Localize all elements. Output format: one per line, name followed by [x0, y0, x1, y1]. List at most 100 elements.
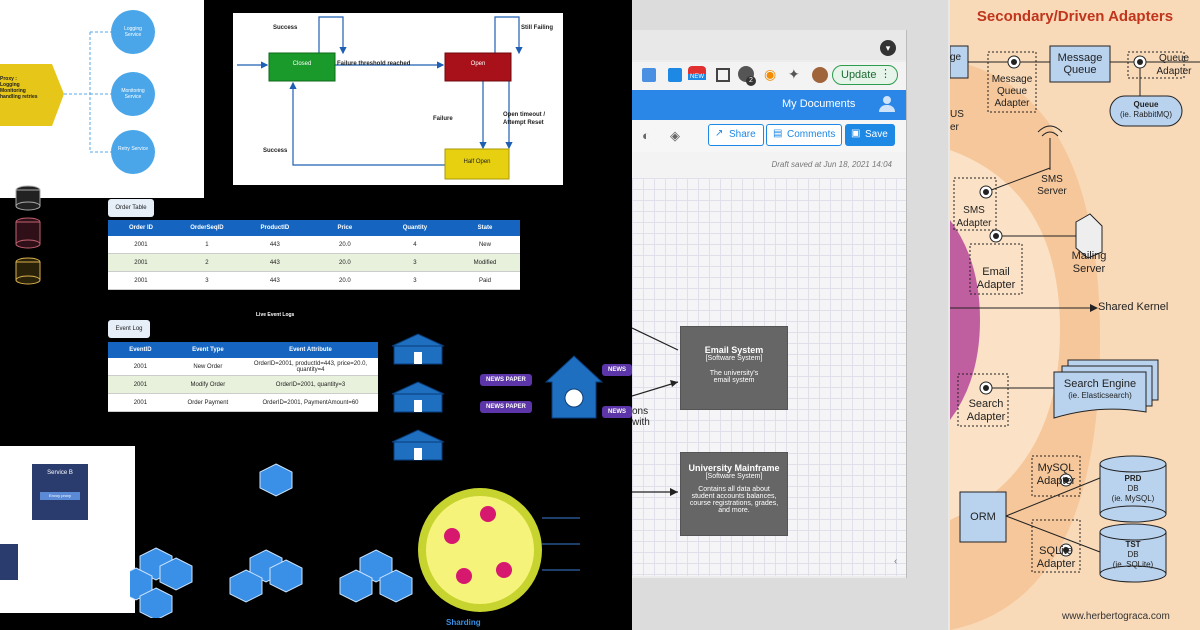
table-header-cell: Quantity [379, 220, 450, 236]
label-line: Queue [996, 86, 1028, 97]
partial-label: US [950, 109, 964, 120]
table-cell: 443 [239, 236, 310, 254]
label-line: (ie. Elasticsearch) [1068, 391, 1132, 400]
label-line: Adapter [1036, 558, 1076, 570]
label-line: SMS [963, 205, 985, 216]
sharding-pizza [418, 488, 580, 612]
still-failing-label: Still Failing [521, 25, 554, 31]
email-system-box[interactable]: Email System [Software System] The unive… [680, 326, 788, 410]
open-timeout-label: Open timeout / [503, 112, 545, 118]
label-line: (ie. SQLite) [1112, 560, 1154, 569]
translate-icon[interactable] [668, 68, 682, 82]
count-badge: 2 [746, 76, 756, 86]
live-event-logs-label: Live Event Logs [256, 312, 295, 318]
label-line: Adapter [976, 279, 1016, 291]
message-queue-adapter-label: Message Queue Adapter [988, 74, 1036, 110]
search-adapter-label: Search Adapter [958, 398, 1014, 424]
success-left-label: Success [263, 148, 288, 154]
table-header-cell: OrderSeqID [173, 220, 240, 236]
table-cell: 3 [379, 271, 450, 290]
palette-icon[interactable]: ◐ [642, 128, 650, 143]
label-line: TST [1125, 540, 1141, 549]
table-cell: 443 [239, 253, 310, 272]
extension-code-icon[interactable] [642, 68, 656, 82]
mailing-server-label: Mailing Server [1066, 250, 1112, 276]
adapters-diagram-graphics [950, 45, 1200, 630]
label-line: Queue [1063, 64, 1097, 76]
draft-saved-text: Draft saved at Jun 18, 2021 14:04 [771, 160, 892, 169]
table-header-cell: Price [309, 220, 380, 236]
comments-button[interactable]: ▤ Comments [766, 124, 842, 146]
save-button[interactable]: ▣ Save [845, 124, 895, 146]
state-closed: Closed [292, 61, 312, 67]
search-engine-label: Search Engine (ie. Elasticsearch) [1054, 378, 1146, 402]
label-line: MySQL [1037, 462, 1075, 474]
layers-icon[interactable]: ◈ [670, 128, 680, 143]
label-line: Server [1037, 186, 1067, 197]
async-proxy-diagram: Proxy : Logging Monitoring handling retr… [0, 0, 204, 198]
table-cell: 2001 [108, 271, 174, 290]
update-button[interactable]: Update ⋮ [832, 65, 898, 85]
queue-adapter-label: Queue Adapter [1148, 52, 1200, 78]
control-plane-box [0, 544, 18, 580]
diagram-title: Secondary/Driven Adapters [976, 8, 1174, 25]
news-paper-badge: NEWS PAPER [480, 401, 532, 413]
adapters-diagram-panel: Secondary/Driven Adapters ge US er Messa… [950, 0, 1200, 630]
distribution-house-icon [544, 355, 604, 419]
table-cell: OrderID=2001, PaymentAmount=60 [242, 393, 378, 412]
table-cell: 3 [173, 271, 240, 290]
table-cell: Modify Order [172, 375, 243, 394]
table-header-cell: Order ID [108, 220, 174, 236]
event-log-title: Event Log [108, 320, 150, 338]
user-icon[interactable] [878, 95, 896, 113]
success-top-label: Success [273, 25, 298, 31]
collapse-chevron-icon[interactable]: ‹ [894, 556, 898, 567]
update-label: Update [841, 69, 877, 81]
label-line: (ie. RabbitMQ) [1119, 110, 1172, 119]
email-system-title: Email System [704, 345, 764, 355]
threshold-label: Failure threshold reached [337, 61, 411, 67]
attempt-reset-label: Attempt Reset [503, 120, 544, 126]
profile-avatar[interactable] [812, 67, 828, 83]
menu-dropdown-icon[interactable]: ▾ [880, 40, 896, 56]
service-b-box: Service B Envoy proxy [32, 464, 88, 520]
label-line: Email [982, 266, 1010, 278]
table-cell: 2001 [108, 375, 173, 394]
orm-label: ORM [970, 511, 996, 523]
sms-adapter-label: SMS Adapter [950, 204, 998, 230]
table-header-cell: ProductID [239, 220, 310, 236]
circuit-breaker-diagram: Closed Open Half Open Success Still Fail… [233, 13, 563, 185]
share-button[interactable]: ↗ Share [708, 124, 764, 146]
proxy-line: Monitoring [0, 88, 26, 94]
mainframe-desc: Contains all data about student accounts… [689, 486, 779, 514]
failure-label: Failure [433, 116, 453, 122]
proxy-line: handling retries [0, 94, 38, 100]
share-label: Share [729, 129, 756, 140]
status-bar: Draft saved at Jun 18, 2021 14:04 [632, 152, 906, 178]
save-label: Save [865, 129, 888, 140]
cube-clusters [130, 463, 413, 618]
label-line: Adapter [994, 98, 1030, 109]
app-header: My Documents [632, 90, 906, 120]
table-cell: New [449, 236, 520, 254]
label-line: Search [968, 398, 1004, 410]
order-table-title: Order Table [108, 199, 154, 217]
table-cell: 20.0 [309, 271, 380, 290]
screenshot-icon[interactable] [716, 68, 730, 82]
page-title: My Documents [782, 98, 856, 110]
label-line: (ie. MySQL) [1111, 494, 1155, 503]
news-badge: NEWS [602, 406, 632, 418]
partial-label-stack: US er [950, 108, 964, 134]
service-mesh-diagram: Service B Envoy proxy [0, 446, 135, 613]
news-extension-icon[interactable]: NEW [688, 66, 706, 82]
queue-db-label: Queue (ie. RabbitMQ) [1110, 100, 1182, 120]
university-mainframe-box[interactable]: University Mainframe [Software System] C… [680, 452, 788, 536]
canvas-connectors [632, 327, 679, 496]
label-line: DB [1127, 484, 1139, 493]
puzzle-icon[interactable]: ✦ [788, 66, 800, 82]
table-header-cell: State [449, 220, 520, 236]
rss-icon[interactable]: ◉ [764, 66, 777, 82]
service-b-title: Service B [47, 470, 73, 476]
